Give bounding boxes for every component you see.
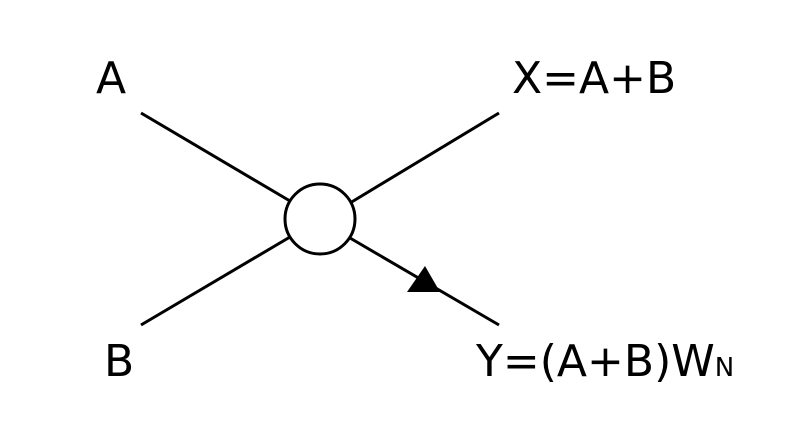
- input-b-line: [140, 235, 291, 327]
- summing-node: [283, 182, 357, 256]
- output-x-line: [349, 111, 500, 205]
- output-y-formula: Y=(A+B)W: [476, 336, 715, 387]
- input-a-label: A: [96, 53, 127, 104]
- input-b-label: B: [104, 336, 135, 387]
- output-y-label: Y=(A+B)WN: [476, 340, 734, 384]
- arrowhead-icon: [407, 266, 440, 292]
- output-x-label: X=A+B: [512, 53, 677, 104]
- output-y-subscript: N: [714, 353, 735, 383]
- input-a-line: [140, 111, 291, 203]
